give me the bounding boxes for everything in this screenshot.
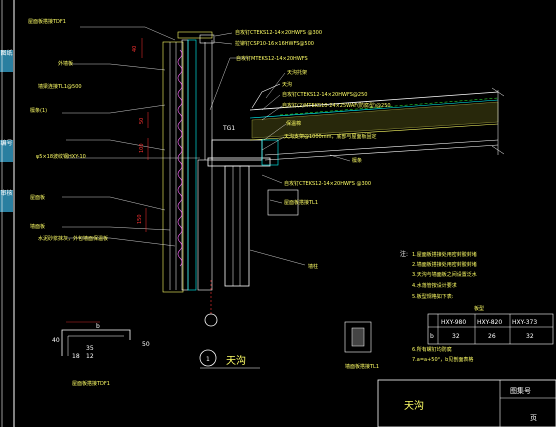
table-row-label: b: [430, 333, 434, 340]
notes-title: 注:: [400, 250, 408, 258]
label-g: 墙梁连接TL1@500: [38, 83, 82, 90]
small-section-label: 墙面板搭接TL1: [345, 363, 379, 370]
note-2: 2.墙面板搭接处用密封胶封堵: [412, 261, 477, 268]
label-a: 屋面板搭接TDF1: [28, 18, 66, 25]
label-n: 天沟支架@1000mm，底部与屋面板固定: [284, 133, 376, 140]
note-1: 1.屋面板搭接处用密封胶封堵: [412, 251, 477, 258]
label-c: 拉铆钉CSP10-16×16HWFS@500: [235, 40, 314, 47]
detail-dim-40: 40: [52, 337, 60, 344]
detail-dim-35: 35: [86, 345, 94, 352]
table-header-3: HXY-373: [512, 319, 537, 326]
note-6: 6.所有螺钉均防腐: [412, 346, 452, 353]
sidebar-tab-1[interactable]: 图纸: [0, 50, 13, 72]
label-d: 外墙板: [58, 60, 73, 67]
note-7: 7.a=a+50°，b见剖面表格: [412, 356, 473, 363]
label-p: 屋面板: [30, 194, 45, 201]
roof-assembly: [249, 83, 505, 161]
label-b: 自攻钉CTEKS12-14×20HWFS @300: [235, 29, 322, 36]
section-mark: 1 天沟: [199, 349, 260, 369]
wall-assembly: [162, 31, 215, 293]
label-r: 屋面板搭接TL1: [284, 199, 318, 206]
table-header-1: HXY-980: [441, 319, 466, 326]
label-t: 水泥砂浆抹灰，外包墙面保温板: [38, 235, 108, 242]
title-page-label: 页: [530, 414, 537, 422]
dimension-markers: [141, 38, 149, 232]
dim-40: 40: [132, 46, 138, 52]
label-h: 天沟: [282, 81, 292, 88]
detail-dim-b: b: [96, 323, 100, 330]
table-cell-3: 32: [526, 333, 534, 340]
section-number: 1: [206, 356, 210, 363]
note-5: 5.板型规格如下表:: [412, 293, 454, 300]
panel-table: 板型 HXY-980 HXY-820 HXY-373 b 32 26 32: [427, 305, 554, 345]
label-o: 檩条: [352, 157, 362, 164]
label-j: 自攻钉(2)MTEKS10-24×25WAF(防腐型)@250: [282, 102, 391, 109]
note-4: 4.水落管按设计要求: [412, 282, 457, 289]
note-3: 3.天沟与墙面板之间设置泛水: [412, 271, 477, 278]
sidebar-tab-2[interactable]: 编号: [0, 140, 13, 162]
label-f: 天沟托架: [287, 69, 307, 76]
table-cell-2: 26: [488, 333, 496, 340]
title-drawing: 天沟: [404, 399, 424, 412]
detail-dim-12: 12: [86, 353, 94, 360]
label-m: ψ5×18波纹钢HXY-10: [36, 153, 86, 160]
table-cell-1: 32: [452, 333, 460, 340]
gutter-assembly: [197, 139, 299, 327]
small-detail: 40 b 35 12 18 50 屋面板搭接TDF1: [52, 321, 150, 387]
detail-label: 屋面板搭接TDF1: [72, 380, 110, 387]
sidebar-tab-3[interactable]: 审核: [0, 190, 13, 212]
label-u: 墙柱: [308, 263, 318, 270]
section-title: 天沟: [226, 354, 246, 367]
label-tg: TG1: [222, 125, 235, 132]
detail-dim-18: 18: [72, 353, 80, 360]
label-k: 保温棉: [286, 120, 301, 127]
label-l: 檩条(1): [30, 107, 47, 114]
label-e: 自攻钉MTEKS12-14×20HWFS: [236, 55, 308, 62]
table-header-2: HXY-820: [477, 319, 502, 326]
label-s: 墙面板: [30, 223, 45, 230]
dim-50: 50: [139, 118, 145, 124]
title-header-right: 图集号: [510, 386, 531, 395]
dim-100: 100: [139, 143, 145, 153]
label-i: 自攻钉CTEKS12-14×20HWFS@250: [282, 91, 367, 98]
detail-dim-50: 50: [142, 341, 150, 348]
table-caption: 板型: [474, 305, 484, 312]
dim-150: 150: [137, 214, 143, 224]
label-q: 自攻钉CTEKS12-14×20HWFS @300: [284, 180, 371, 187]
title-block: 天沟 图集号 页: [377, 379, 556, 427]
leader-lines: [62, 26, 351, 266]
small-section: 墙面板搭接TL1: [344, 321, 379, 370]
